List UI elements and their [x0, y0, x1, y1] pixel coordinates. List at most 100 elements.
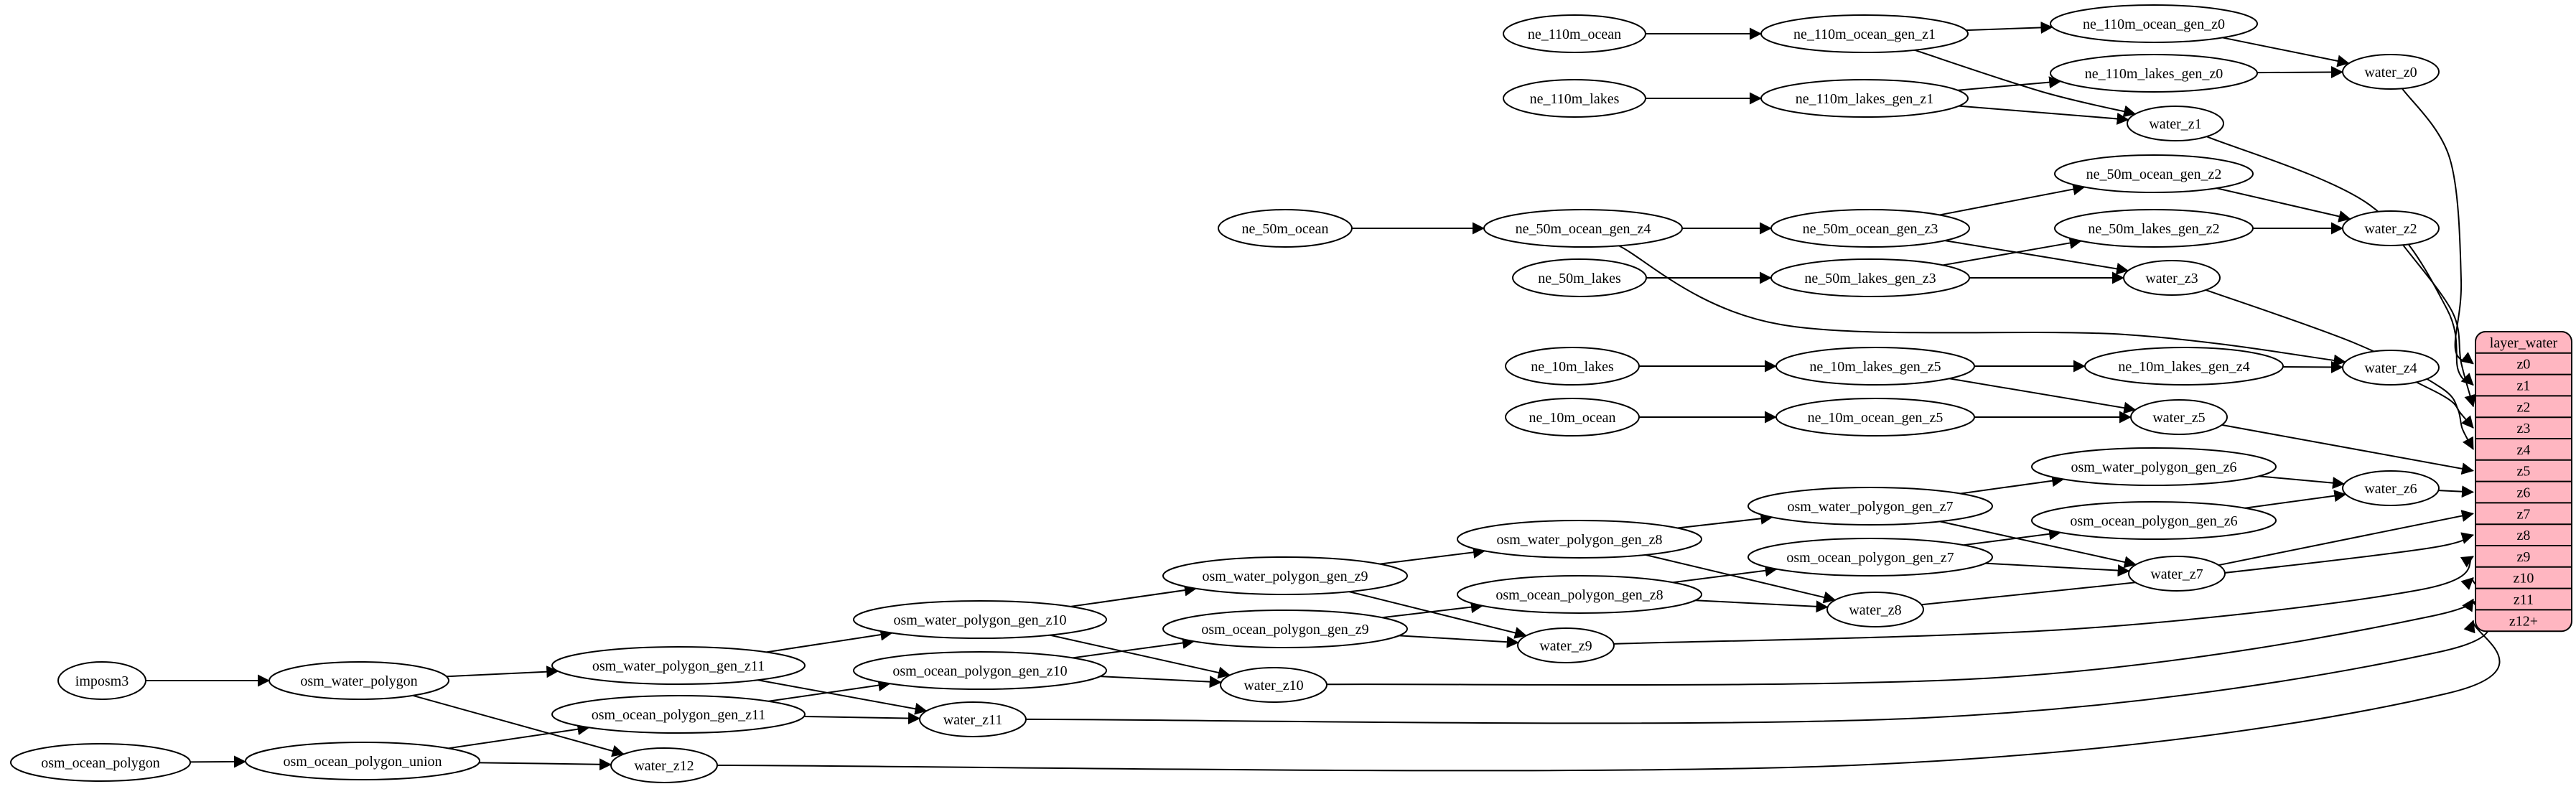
table-row-z8: z8: [2475, 523, 2572, 543]
node-ellipse-water_z10: [1220, 667, 1327, 703]
edge-ne_110m_ocean_gen_z1-to-water_z1: [1914, 49, 2137, 118]
node-label-osm_ocean_polygon_gen_z9: osm_ocean_polygon_gen_z9: [1201, 622, 1368, 638]
node-water_z11: water_z11: [919, 701, 1027, 737]
table-row-z1: z1: [2475, 373, 2572, 394]
node-water_z6: water_z6: [2342, 470, 2440, 506]
node-label-osm_water_polygon_gen_z11: osm_water_polygon_gen_z11: [592, 658, 765, 674]
edge-osm_ocean_polygon_gen_z9-to-osm_ocean_polygon_gen_z8: [1381, 601, 1483, 619]
node-label-ne_50m_lakes_gen_z2: ne_50m_lakes_gen_z2: [2088, 221, 2219, 237]
node-label-water_z5: water_z5: [2152, 410, 2205, 426]
node-ellipse-water_z12: [610, 747, 718, 783]
edge-osm_ocean_polygon_gen_z6-to-water_z6: [2244, 490, 2347, 509]
node-ellipse-water_z9: [1517, 627, 1615, 663]
table-row-z12+: z12+: [2475, 609, 2572, 629]
node-water_z0: water_z0: [2342, 54, 2440, 90]
node-ellipse-water_z0: [2342, 54, 2440, 90]
edge-osm_water_polygon_gen_z7-to-water_z7: [1939, 520, 2137, 569]
edge-osm_water_polygon_gen_z10-to-water_z10: [1050, 634, 1231, 679]
node-ne_110m_lakes_gen_z0: ne_110m_lakes_gen_z0: [2050, 54, 2258, 93]
node-ellipse-water_z7: [2128, 556, 2226, 592]
edge-layer: [146, 21, 2501, 772]
node-ne_110m_lakes_gen_z1: ne_110m_lakes_gen_z1: [1760, 79, 1969, 118]
table-layer_water: layer_waterz0z1z2z3z4z5z6z7z8z9z10z11z12…: [2475, 331, 2572, 632]
edge-osm_ocean_polygon_gen_z7-to-osm_ocean_polygon_gen_z6: [1963, 528, 2062, 546]
table-layer: layer_waterz0z1z2z3z4z5z6z7z8z9z10z11z12…: [2475, 331, 2572, 632]
edge-osm_ocean_polygon_gen_z7-to-water_z7: [1985, 562, 2130, 577]
table-row-z5: z5: [2475, 459, 2572, 480]
node-water_z5: water_z5: [2130, 399, 2228, 435]
node-label-ne_10m_ocean: ne_10m_ocean: [1529, 410, 1615, 426]
node-ne_10m_lakes: ne_10m_lakes: [1505, 347, 1640, 386]
node-ellipse-ne_10m_ocean: [1505, 398, 1640, 436]
edge-water_z11-to-layer_water-z11: [1025, 598, 2491, 724]
node-label-osm_water_polygon_gen_z10: osm_water_polygon_gen_z10: [893, 612, 1066, 628]
edge-osm_ocean_polygon_union-to-osm_ocean_polygon_gen_z11: [448, 723, 590, 750]
node-label-osm_water_polygon_gen_z7: osm_water_polygon_gen_z7: [1787, 499, 1953, 515]
table-row-label: z7: [2517, 506, 2531, 522]
table-row-z11: z11: [2475, 587, 2572, 608]
node-ellipse-ne_50m_lakes_gen_z3: [1770, 258, 1970, 297]
node-ellipse-osm_water_polygon_gen_z6: [2031, 447, 2277, 486]
node-label-water_z8: water_z8: [1849, 602, 1901, 618]
node-ellipse-ne_110m_ocean: [1503, 14, 1646, 53]
node-ellipse-water_z6: [2342, 470, 2440, 506]
table-row-z10: z10: [2475, 566, 2572, 587]
node-label-ne_50m_ocean_gen_z2: ne_50m_ocean_gen_z2: [2086, 167, 2222, 182]
node-osm_ocean_polygon_gen_z11: osm_ocean_polygon_gen_z11: [551, 695, 806, 734]
edge-water_z2-to-layer_water-z2: [2402, 244, 2476, 408]
table-row-z9: z9: [2475, 545, 2572, 565]
node-ellipse-osm_ocean_polygon_gen_z7: [1747, 538, 1993, 576]
table-row-label: z11: [2514, 592, 2534, 608]
node-label-ne_110m_ocean: ne_110m_ocean: [1528, 27, 1621, 42]
node-osm_water_polygon_gen_z9: osm_water_polygon_gen_z9: [1162, 556, 1408, 595]
edge-ne_50m_lakes_gen_z3-to-ne_50m_lakes_gen_z2: [1943, 237, 2082, 266]
node-label-osm_ocean_polygon_union: osm_ocean_polygon_union: [283, 754, 442, 770]
node-label-ne_110m_lakes_gen_z0: ne_110m_lakes_gen_z0: [2085, 66, 2223, 82]
node-ellipse-osm_ocean_polygon_gen_z10: [853, 651, 1107, 690]
node-ne_50m_lakes_gen_z3: ne_50m_lakes_gen_z3: [1770, 258, 1970, 297]
node-label-osm_water_polygon_gen_z6: osm_water_polygon_gen_z6: [2071, 459, 2236, 475]
node-label-ne_110m_lakes_gen_z1: ne_110m_lakes_gen_z1: [1796, 91, 1934, 107]
node-ellipse-water_z1: [2127, 106, 2224, 141]
node-ne_10m_ocean_gen_z5: ne_10m_ocean_gen_z5: [1775, 398, 1975, 436]
node-label-osm_water_polygon_gen_z9: osm_water_polygon_gen_z9: [1202, 569, 1368, 584]
node-label-water_z3: water_z3: [2145, 271, 2198, 286]
edge-ne_50m_ocean_gen_z4-to-water_z4: [1618, 245, 2346, 367]
node-label-water_z7: water_z7: [2150, 566, 2203, 582]
node-water_z8: water_z8: [1826, 592, 1924, 627]
node-label-water_z0: water_z0: [2364, 65, 2417, 80]
node-label-water_z11: water_z11: [943, 712, 1003, 728]
node-label-ne_50m_lakes_gen_z3: ne_50m_lakes_gen_z3: [1804, 271, 1936, 286]
table-row-z3: z3: [2475, 416, 2572, 436]
node-ellipse-water_z3: [2123, 260, 2221, 296]
table-row-z4: z4: [2475, 438, 2572, 458]
edge-osm_water_polygon_gen_z9-to-water_z9: [1348, 591, 1527, 639]
node-ellipse-osm_ocean_polygon_union: [245, 742, 480, 780]
edge-osm_water_polygon_gen_z8-to-osm_water_polygon_gen_z7: [1677, 512, 1773, 529]
edge-water_z7-to-layer_water-z7: [2218, 510, 2474, 566]
edge-osm_ocean_polygon_gen_z10-to-water_z10: [1100, 676, 1222, 688]
node-ellipse-imposm3: [57, 661, 146, 700]
node-imposm3: imposm3: [57, 661, 146, 700]
table-row-z2: z2: [2475, 395, 2572, 415]
edge-water_z1-to-layer_water-z1: [2206, 136, 2474, 386]
node-ellipse-osm_water_polygon_gen_z11: [551, 646, 806, 685]
node-ellipse-ne_10m_lakes_gen_z5: [1775, 347, 1975, 386]
node-ne_50m_ocean_gen_z3: ne_50m_ocean_gen_z3: [1770, 209, 1970, 248]
edge-osm_water_polygon_gen_z6-to-water_z6: [2259, 475, 2346, 490]
table-title: layer_water: [2490, 335, 2558, 351]
edge-ne_110m_lakes_gen_z1-to-water_z1: [1959, 105, 2129, 125]
node-ellipse-ne_110m_lakes: [1503, 79, 1646, 118]
node-label-ne_10m_lakes_gen_z4: ne_10m_lakes_gen_z4: [2118, 359, 2249, 375]
node-ne_110m_ocean: ne_110m_ocean: [1503, 14, 1646, 53]
node-ne_110m_lakes: ne_110m_lakes: [1503, 79, 1646, 118]
node-water_z2: water_z2: [2342, 210, 2440, 246]
table-row-z0: z0: [2475, 352, 2572, 373]
node-osm_ocean_polygon_union: osm_ocean_polygon_union: [245, 742, 480, 780]
edge-osm_ocean_polygon_gen_z9-to-water_z9: [1399, 635, 1519, 648]
node-label-osm_water_polygon: osm_water_polygon: [300, 673, 417, 689]
edge-ne_110m_ocean_gen_z0-to-water_z0: [2222, 37, 2350, 67]
node-ellipse-water_z2: [2342, 210, 2440, 246]
node-label-ne_110m_ocean_gen_z0: ne_110m_ocean_gen_z0: [2083, 17, 2225, 32]
